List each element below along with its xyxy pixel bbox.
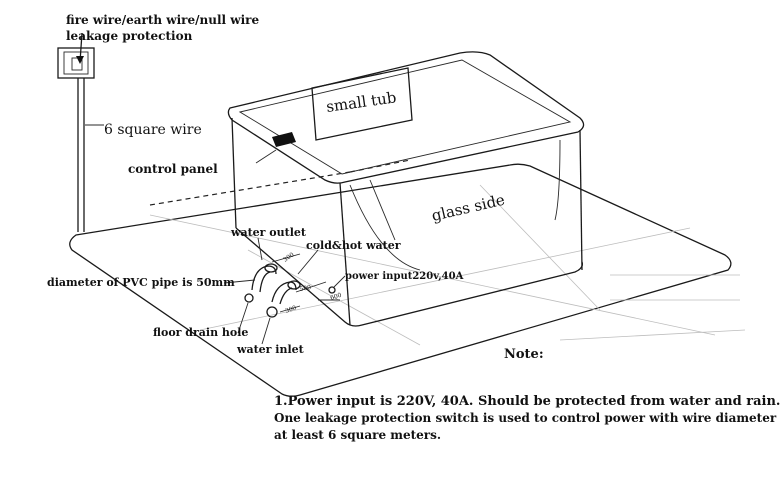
label-water-inlet: water inlet (236, 343, 305, 356)
label-fire-wire: fire wire/earth wire/null wire (66, 13, 259, 27)
leader-lines (223, 237, 346, 345)
label-cold-hot-water: cold&hot water (306, 239, 401, 252)
installation-diagram: fire wire/earth wire/null wire leakage p… (47, 13, 746, 397)
dim-500: 500 (299, 284, 312, 293)
leakage-protection-box (57, 32, 95, 79)
label-power-input: power input220v,40A (345, 271, 464, 282)
dimension-lines (271, 253, 340, 313)
floor-plane (69, 163, 732, 397)
note-line-1: 1.Power input is 220V, 40A. Should be pr… (274, 394, 780, 409)
label-small-tub: small tub (325, 88, 397, 116)
note-title: Note: (504, 347, 544, 362)
wire-run (77, 78, 104, 232)
label-water-outlet: water outlet (230, 226, 307, 239)
diagram-canvas: fire wire/earth wire/null wire leakage p… (47, 13, 780, 444)
label-glass-side: glass side (430, 191, 507, 225)
power-cable-dashed (149, 171, 351, 206)
dim-300-bottom: 300 (284, 304, 297, 315)
control-panel-leader (255, 149, 277, 164)
label-square-wire: 6 square wire (104, 122, 202, 138)
label-floor-drain-hole: floor drain hole (153, 326, 248, 339)
dim-600: 600 (329, 292, 342, 302)
note-line-2: One leakage protection switch is used to… (274, 411, 777, 425)
label-pvc-pipe: diameter of PVC pipe is 50mm (47, 276, 235, 289)
label-control-panel: control panel (128, 162, 218, 176)
note-text-block: 1.Power input is 220V, 40A. Should be pr… (274, 393, 780, 444)
dim-300-top: 300 (282, 251, 296, 263)
note-line-3: at least 6 square meters. (274, 428, 442, 442)
label-leakage-protection: leakage protection (66, 29, 193, 43)
pipes (244, 263, 336, 318)
tub (227, 51, 585, 327)
